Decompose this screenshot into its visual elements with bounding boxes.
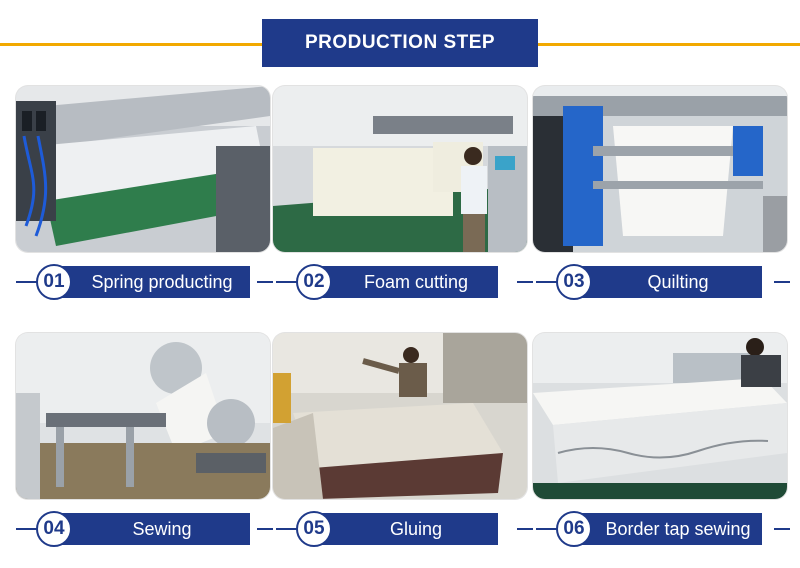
step-06: 06 Border tap sewing [536, 511, 790, 547]
step-label: Foam cutting [320, 266, 498, 298]
step-line-right [517, 528, 533, 530]
step-line-right [517, 281, 533, 283]
step-line-left [536, 528, 558, 530]
header-line-left [0, 43, 262, 46]
step-04: 04 Sewing [16, 511, 273, 547]
step-label: Gluing [320, 513, 498, 545]
step-02: 02 Foam cutting [276, 264, 533, 300]
step-line-right [257, 528, 273, 530]
photo-border-tap-sewing [533, 333, 787, 499]
step-line-left [16, 528, 38, 530]
page-title: PRODUCTION STEP [262, 19, 538, 67]
step-line-left [16, 281, 38, 283]
step-line-right [774, 528, 790, 530]
step-number: 03 [556, 264, 592, 300]
step-number: 04 [36, 511, 72, 547]
photo-sewing [16, 333, 270, 499]
step-01: 01 Spring producting [16, 264, 273, 300]
photo-gluing [273, 333, 527, 499]
step-number: 05 [296, 511, 332, 547]
step-number: 02 [296, 264, 332, 300]
step-label: Sewing [60, 513, 250, 545]
photo-spring-producting [16, 86, 270, 252]
step-number: 01 [36, 264, 72, 300]
photo-foam-cutting [273, 86, 527, 252]
step-line-right [774, 281, 790, 283]
step-05: 05 Gluing [276, 511, 533, 547]
step-label: Spring producting [60, 266, 250, 298]
header-line-right [538, 43, 800, 46]
photo-quilting [533, 86, 787, 252]
step-line-left [276, 281, 298, 283]
step-label: Border tap sewing [580, 513, 762, 545]
step-03: 03 Quilting [536, 264, 790, 300]
step-line-left [536, 281, 558, 283]
step-line-left [276, 528, 298, 530]
step-line-right [257, 281, 273, 283]
step-label: Quilting [580, 266, 762, 298]
step-number: 06 [556, 511, 592, 547]
